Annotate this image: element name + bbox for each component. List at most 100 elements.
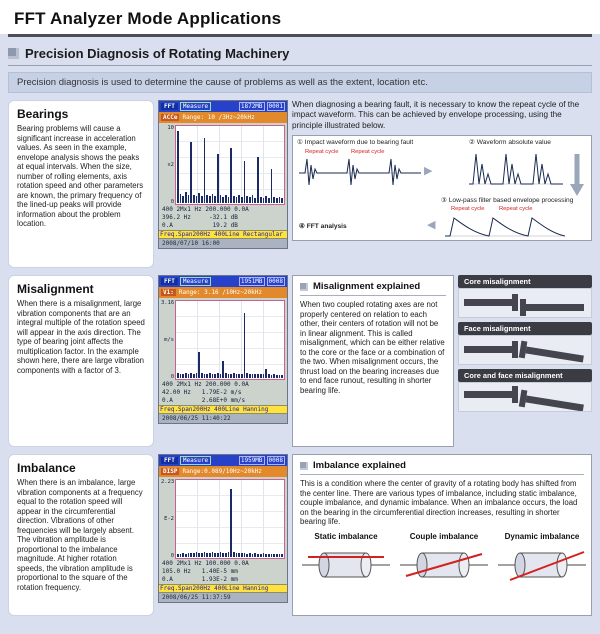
shaft-diagram bbox=[464, 294, 584, 316]
arrow-right-icon: ▶ bbox=[424, 164, 433, 177]
spectrum-bar bbox=[206, 553, 209, 557]
spectrum-bar bbox=[179, 374, 182, 378]
arrow-left-icon: ◀ bbox=[427, 218, 436, 231]
screen-readout: 105.0 Hz 1.40E-5 mm bbox=[162, 568, 238, 575]
page-header: FFT Analyzer Mode Applications bbox=[0, 0, 600, 34]
y-axis-labels: 3.16 m/s 0 bbox=[161, 300, 175, 380]
spectrum-bar bbox=[190, 142, 193, 203]
bullet-icon bbox=[300, 282, 308, 291]
spectrum-bar bbox=[233, 196, 235, 203]
screen-readout: 0.A 19.2 dB bbox=[162, 222, 238, 229]
misalignment-type-face: Face misalignment bbox=[458, 322, 592, 365]
spectrum-bar bbox=[281, 553, 283, 557]
screen-memory-label: 1959MB bbox=[238, 456, 265, 465]
imbalance-body: When there is an imbalance, large vibrat… bbox=[17, 478, 143, 592]
misalignment-types: Core misalignment Face misalignment bbox=[458, 275, 592, 447]
diagram-step1-label: ① Impact waveform due to bearing fault bbox=[297, 138, 414, 146]
imbalance-explained-body: This is a condition where the center of … bbox=[300, 479, 578, 526]
screen-graph-area: 10 x2 0 bbox=[159, 123, 287, 206]
y-axis-top: 10 bbox=[167, 125, 174, 131]
spectrum-bar bbox=[219, 552, 222, 557]
spectrum-bar bbox=[251, 374, 254, 378]
type-label: Dynamic imbalance bbox=[504, 531, 580, 541]
screen-channel-label: DISP bbox=[161, 468, 180, 475]
spectrum-bar bbox=[195, 552, 198, 557]
spectrum-bar bbox=[222, 196, 225, 203]
fft-screen-imbalance: FFT Measure 1959MB 0008 DISP Range:0.089… bbox=[158, 454, 288, 603]
screen-mode-label: Measure bbox=[179, 456, 212, 465]
screen-readout: 0.A 2.68E+0 mm/s bbox=[162, 397, 246, 404]
type-label: Core and face misalignment bbox=[458, 369, 592, 382]
couple-imbalance-diagram bbox=[400, 552, 488, 577]
screen-readout: 42.00 Hz 1.79E-2 m/s bbox=[162, 389, 242, 396]
spectrum-bar bbox=[211, 193, 214, 203]
imbalance-heading: Imbalance bbox=[17, 461, 76, 475]
misalignment-section: Misalignment When there is a misalignmen… bbox=[8, 275, 592, 447]
spectrum-bar bbox=[265, 196, 267, 203]
screen-memory-label: 1872MB bbox=[238, 102, 265, 111]
spectrum-bar bbox=[238, 374, 241, 378]
spectrum-graph bbox=[175, 300, 285, 380]
screen-counter-label: 0008 bbox=[266, 456, 285, 465]
spectrum-bar bbox=[278, 374, 281, 378]
spectrum-bar bbox=[201, 196, 203, 203]
section-bullet-icon bbox=[8, 48, 19, 59]
spectrum-bar bbox=[209, 373, 211, 378]
spectrum-bar bbox=[230, 148, 233, 203]
spectrum-bar bbox=[281, 374, 283, 378]
type-label: Core misalignment bbox=[458, 275, 592, 288]
section-header: Precision Diagnosis of Rotating Machiner… bbox=[8, 46, 592, 66]
spectrum-plot bbox=[177, 302, 283, 378]
static-imbalance-diagram bbox=[302, 552, 390, 577]
face-misalignment-diagram bbox=[458, 335, 592, 365]
spectrum-bar bbox=[265, 368, 267, 378]
misalignment-explained-box: Misalignment explained When two coupled … bbox=[292, 275, 454, 447]
spectrum-bar bbox=[203, 138, 206, 203]
shaft-diagram bbox=[464, 386, 584, 411]
screen-channel-bar: ACCe Range: 10 /3Hz~20kHz bbox=[159, 112, 287, 123]
spectrum-bar bbox=[214, 553, 217, 557]
spectrum-bar bbox=[251, 553, 254, 557]
misalignment-explained-title-row: Misalignment explained bbox=[300, 281, 446, 296]
spectrum-bar bbox=[179, 193, 182, 203]
spectrum-bar bbox=[270, 168, 273, 203]
spectrum-bar bbox=[254, 197, 257, 203]
spectrum-bar bbox=[262, 553, 265, 557]
screen-app-label: FFT bbox=[161, 278, 178, 285]
y-axis-labels: 2.23 E-2 0 bbox=[161, 479, 175, 559]
screen-range-label: Range:0.089/10Hz~20kHz bbox=[182, 468, 262, 475]
repeat-cycle-label: Repeat cycle bbox=[351, 148, 385, 155]
screen-channel-label: ACCe bbox=[161, 114, 180, 121]
spectrum-bar bbox=[235, 553, 238, 557]
spectrum-bar bbox=[193, 374, 195, 378]
spectrum-bar bbox=[177, 373, 179, 378]
bullet-icon bbox=[300, 461, 308, 470]
spectrum-bar bbox=[182, 553, 185, 557]
spectrum-bar bbox=[273, 374, 275, 378]
diagram-step3-label: ③ Low-pass filter based envelope process… bbox=[441, 196, 574, 204]
spectrum-bar bbox=[219, 374, 222, 378]
y-axis-mid: m/s bbox=[164, 337, 174, 343]
spectrum-bar bbox=[222, 361, 225, 378]
spectrum-bar bbox=[273, 553, 275, 557]
screen-range-label: Range: 10 /3Hz~20kHz bbox=[182, 114, 255, 121]
fft-screen-misalignment: FFT Measure 1951MB 0008 V1: Range: 3.16 … bbox=[158, 275, 288, 424]
spectrum-bar bbox=[190, 373, 193, 378]
spectrum-bar bbox=[281, 197, 283, 203]
spectrum-plot bbox=[177, 127, 283, 203]
spectrum-bar bbox=[225, 373, 227, 378]
spectrum-bar bbox=[222, 553, 225, 557]
imbalance-diagrams: Static imbalance Couple imbalance bbox=[300, 531, 586, 593]
spectrum-bar bbox=[243, 161, 246, 203]
spectrum-bar bbox=[187, 374, 190, 378]
spectrum-bar bbox=[185, 553, 187, 557]
y-axis-bottom: 0 bbox=[170, 553, 174, 559]
spectrum-bar bbox=[249, 553, 251, 557]
intro-text: Precision diagnosis is used to determine… bbox=[8, 72, 592, 93]
screen-status-bar: Freq.Span200Hz 400Line Hanning bbox=[159, 584, 287, 593]
fft-screen-bearings: FFT Measure 1872MB 0001 ACCe Range: 10 /… bbox=[158, 100, 288, 249]
spectrum-bar bbox=[203, 552, 206, 557]
bearings-body: Bearing problems will cause a significan… bbox=[17, 124, 144, 228]
type-label: Couple imbalance bbox=[409, 531, 479, 541]
spectrum-bar bbox=[233, 373, 235, 378]
